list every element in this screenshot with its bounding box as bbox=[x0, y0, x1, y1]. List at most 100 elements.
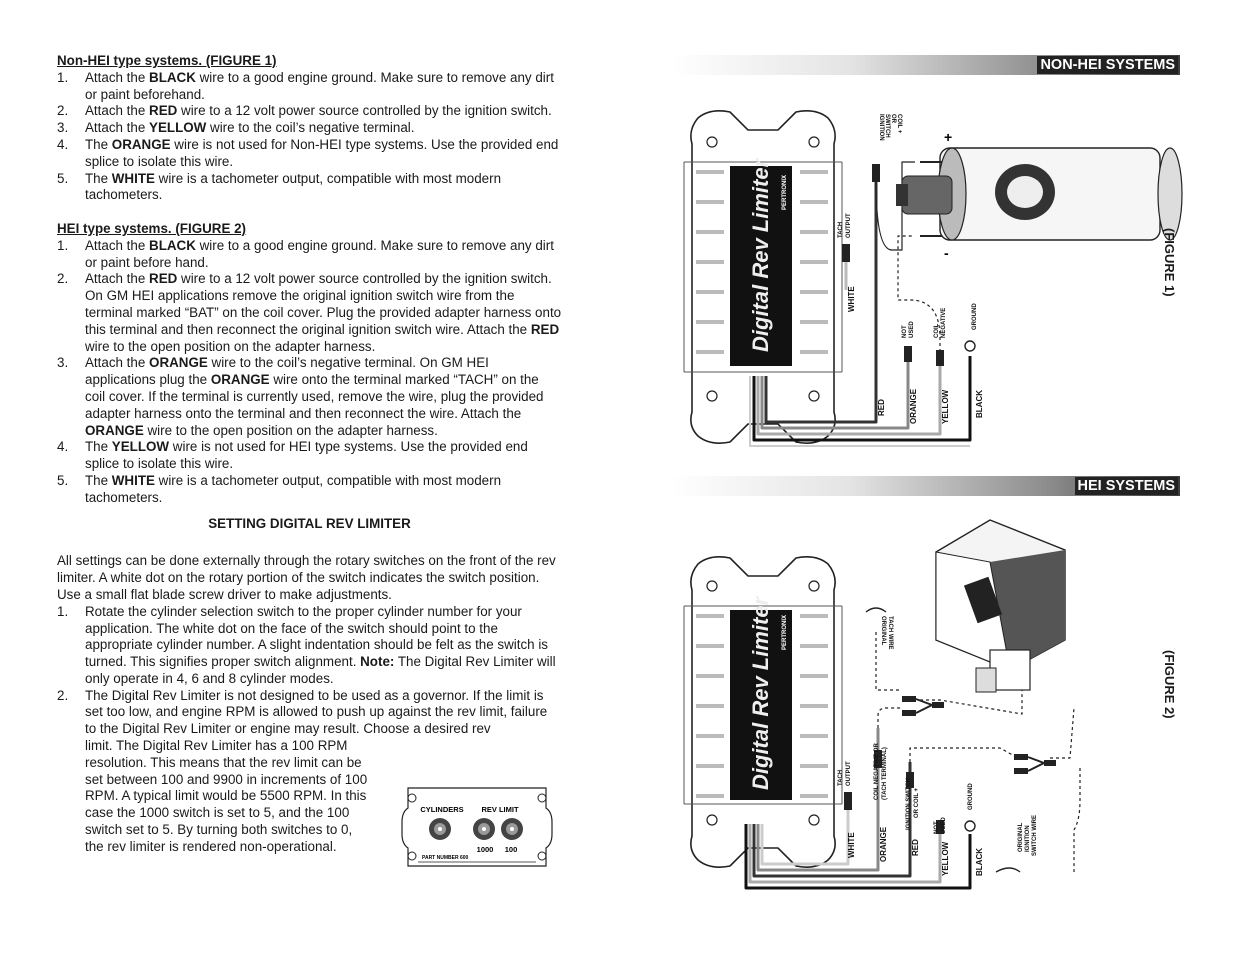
list-item: 1.Rotate the cylinder selection switch t… bbox=[57, 603, 556, 686]
ign-label-4: COIL + bbox=[896, 114, 902, 134]
tach-dashed-lead bbox=[877, 707, 902, 728]
figure-2-caption: (FIGURE 2) bbox=[1162, 650, 1177, 719]
ignition-terminal-icon bbox=[872, 164, 880, 182]
list-item: 4.The ORANGE wire is not used for Non-HE… bbox=[57, 136, 559, 169]
red-wire bbox=[764, 180, 878, 424]
ground-label: GROUND bbox=[968, 783, 974, 810]
list-item: 5.The WHITE wire is a tachometer output,… bbox=[57, 472, 502, 505]
rev-limiter-unit: Digital Rev Limiter PERTRONIX bbox=[683, 556, 843, 868]
cylinders-label: CYLINDERS bbox=[420, 805, 463, 814]
list-item: 3.Attach the YELLOW wire to the coil’s n… bbox=[57, 120, 415, 136]
tach-terminal-icon bbox=[844, 792, 852, 810]
setting-list: 1.Rotate the cylinder selection switch t… bbox=[57, 604, 562, 856]
setting-intro: All settings can be done externally thro… bbox=[57, 553, 556, 602]
non-hei-section-bar: NON-HEI SYSTEMS bbox=[672, 55, 1180, 75]
ignition-lead bbox=[875, 161, 915, 251]
coil-neg-label-2: NEGATIVE bbox=[941, 308, 947, 338]
list-item: 2.Attach the RED wire to a 12 volt power… bbox=[57, 271, 562, 354]
not-used-splice-icon bbox=[904, 346, 912, 362]
white-wire bbox=[760, 802, 850, 866]
yellow-wire bbox=[748, 824, 942, 884]
orig-ign-wire-end-icon bbox=[995, 867, 1021, 873]
ignition-terminal-icon bbox=[906, 772, 914, 788]
orange-wire bbox=[760, 358, 910, 430]
tach-label-1: TACH bbox=[838, 770, 844, 786]
yellow-label: YELLOW bbox=[941, 841, 950, 876]
ignition-coil-icon bbox=[896, 147, 1183, 241]
orig-tach-label-2: TACH WIRE bbox=[887, 616, 893, 650]
white-label: WHITE bbox=[847, 832, 856, 858]
hei-section-bar: HEI SYSTEMS bbox=[672, 476, 1180, 496]
orig-ign-dashed bbox=[1050, 707, 1075, 759]
black-wire bbox=[752, 356, 972, 442]
rev-limiter-unit: Digital Rev Limiter PERTRONIX bbox=[683, 110, 843, 444]
device-name: Digital Rev Limiter bbox=[748, 595, 773, 790]
adapter-to-dist bbox=[920, 690, 1023, 715]
figure-2-wiring-diagram: Digital Rev Limiter PERTRONIX bbox=[683, 519, 1081, 890]
orig-ign-label-3: SWITCH WIRE bbox=[1032, 815, 1038, 856]
white-wire-lower bbox=[749, 376, 970, 447]
ign-label-2: OR COIL + bbox=[914, 787, 920, 818]
tach-terminal-icon bbox=[842, 244, 850, 262]
coil-neg-label-2: (TACH TERMINAL) bbox=[882, 747, 888, 800]
orange-label: ORANGE bbox=[879, 826, 888, 862]
original-tach-dashed bbox=[875, 632, 900, 691]
coil-negative-lead bbox=[897, 235, 941, 352]
hei-title: HEI SYSTEMS bbox=[1074, 477, 1178, 495]
adapter-harness-icon bbox=[902, 696, 944, 716]
orange-label: ORANGE bbox=[909, 388, 918, 424]
coil-neg-terminal-icon bbox=[874, 750, 882, 768]
device-name: Digital Rev Limiter bbox=[748, 157, 773, 352]
plus-sign: + bbox=[944, 129, 952, 145]
red-label: RED bbox=[877, 399, 886, 416]
yellow-wire bbox=[756, 362, 942, 436]
ign-label-2: SWITCH bbox=[884, 114, 890, 138]
black-wire bbox=[744, 824, 972, 890]
list-item: 3.Attach the ORANGE wire to the coil’s n… bbox=[57, 355, 544, 438]
brand-logo: PERTRONIX bbox=[782, 175, 788, 210]
non-hei-list: 1.Attach the BLACK wire to a good engine… bbox=[57, 70, 562, 204]
white-label: WHITE bbox=[847, 286, 856, 312]
not-used-label-2: USED bbox=[909, 321, 915, 338]
rev-100-switch-icon bbox=[501, 818, 523, 840]
ign-dashed-lead bbox=[909, 747, 1019, 762]
setting-heading: SETTING DIGITAL REV LIMITER bbox=[208, 515, 411, 531]
list-item: 1.Attach the BLACK wire to a good engine… bbox=[57, 69, 554, 102]
red-wire bbox=[752, 762, 912, 878]
orig-ign-label-1: ORIGINAL bbox=[1018, 822, 1024, 852]
not-used-label-1: NOT bbox=[934, 821, 940, 834]
ign-label-1: IGNITION bbox=[878, 114, 884, 141]
brand-logo: PERTRONIX bbox=[782, 615, 788, 650]
not-used-splice-icon bbox=[936, 820, 944, 834]
figure-1-caption: (FIGURE 1) bbox=[1162, 228, 1177, 297]
orig-tach-label-1: ORIGINAL bbox=[880, 616, 886, 646]
orange-wire bbox=[756, 728, 880, 872]
part-number: PART NUMBER 600 bbox=[422, 855, 469, 861]
cylinder-switch-icon bbox=[429, 818, 451, 840]
ign-label-3: OR bbox=[890, 114, 896, 124]
not-used-label-2: USED bbox=[941, 817, 947, 834]
black-label: BLACK bbox=[975, 848, 984, 876]
not-used-label-1: NOT bbox=[902, 325, 908, 338]
list-item: 2.The Digital Rev Limiter is not designe… bbox=[57, 687, 548, 854]
coil-neg-label-1: COIL bbox=[934, 323, 940, 338]
coil-negative-terminal-icon bbox=[936, 350, 944, 366]
hei-list: 1.Attach the BLACK wire to a good engine… bbox=[57, 238, 562, 507]
list-item: 5.The WHITE wire is a tachometer output,… bbox=[57, 170, 502, 203]
list-item: 4.The YELLOW wire is not used for HEI ty… bbox=[57, 439, 528, 472]
rev-limit-label: REV LIMIT bbox=[481, 805, 519, 814]
instructions-column: Non-HEI type systems. (FIGURE 1) 1.Attac… bbox=[57, 53, 562, 856]
label-100: 100 bbox=[505, 845, 518, 854]
label-1000: 1000 bbox=[477, 845, 494, 854]
orig-ign-label-2: IGNITION bbox=[1025, 825, 1031, 852]
ground-ring-icon bbox=[964, 340, 976, 352]
hei-heading: HEI type systems. (FIGURE 2) bbox=[57, 220, 247, 236]
list-item: 2.Attach the RED wire to a 12 volt power… bbox=[57, 103, 552, 119]
rev-limiter-panel-figure: CYLINDERS REV LIMIT 1000 100 PART NUMBER… bbox=[401, 787, 553, 867]
tach-label-1: TACH bbox=[838, 222, 844, 238]
minus-sign: - bbox=[944, 245, 949, 261]
rev-1000-switch-icon bbox=[473, 818, 495, 840]
orig-tach-wire-end-icon bbox=[865, 607, 887, 613]
ground-label: GROUND bbox=[972, 303, 978, 330]
ign-label-1: IGNITION SWITCH bbox=[906, 778, 912, 830]
